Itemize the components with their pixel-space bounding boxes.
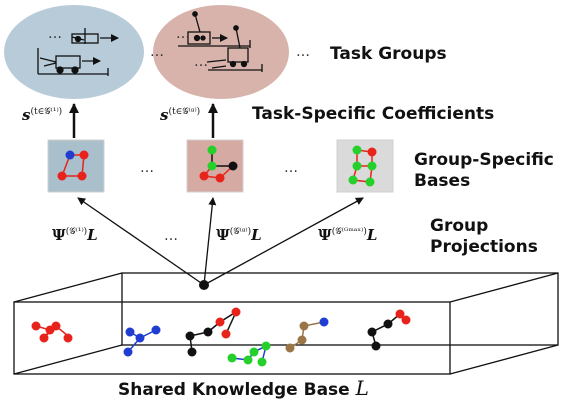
group-projections-label-line1: Group: [430, 216, 489, 236]
ellipsis-groups-1: …: [150, 44, 164, 60]
group-specific-bases-label-line2: Bases: [414, 171, 471, 191]
group-specific-bases-label-line1: Group-Specific: [414, 150, 554, 170]
basis-square-1: [47, 139, 105, 193]
ellipsis-projections: …: [164, 228, 178, 244]
basis-graph-g: [199, 145, 238, 183]
ellipsis-cart-1: …: [48, 26, 62, 42]
knowledge-graph-red: [31, 321, 73, 343]
projection-arrow-1: [77, 197, 205, 286]
task-groups-label: Task Groups: [330, 44, 447, 64]
projection-label-1: Ψ(𝒢⁽¹⁾)L: [52, 226, 98, 244]
ellipsis-cart-3: …: [194, 54, 208, 70]
knowledge-graph-black-right: [367, 309, 411, 351]
projection-arrow-max: [203, 197, 364, 286]
coefficient-label-g: s(t∈𝒢⁽ᵍ⁾): [160, 106, 201, 124]
shared-knowledge-base-symbol: L: [355, 376, 369, 400]
shared-knowledge-base-box: [13, 272, 559, 375]
projection-arrow-g: [203, 197, 217, 286]
task-group-g-ellipse: [153, 5, 289, 99]
shared-knowledge-base-label: Shared Knowledge Base L: [118, 376, 369, 400]
ellipsis-cart-2: …: [176, 26, 190, 42]
knowledge-graph-black-red: [185, 307, 241, 357]
knowledge-graph-green: [227, 341, 271, 367]
task-group-1-ellipse: [4, 5, 144, 99]
projection-label-max: Ψ(𝒢⁽ᴳᵐᵃˣ⁾)L: [318, 226, 378, 244]
basis-graph-max: [348, 145, 377, 187]
task-specific-coefficients-label: Task-Specific Coefficients: [252, 104, 495, 124]
group-projections-label-line2: Projections: [430, 237, 538, 257]
basis-graph-1: [57, 150, 89, 181]
ellipsis-bases-2: …: [284, 160, 298, 176]
ellipsis-groups-2: …: [296, 44, 310, 60]
cart-pole-icon: [206, 25, 263, 72]
cart-pole-icon: [71, 28, 119, 44]
knowledge-graph-brown: [285, 317, 329, 353]
knowledge-graph-blue: [123, 325, 161, 357]
projection-origin-node: [199, 280, 209, 290]
cart-pole-icon: [37, 48, 109, 76]
ellipsis-bases-1: …: [140, 160, 154, 176]
coefficient-label-1: s(t∈𝒢⁽¹⁾): [22, 106, 63, 124]
projection-label-g: Ψ(𝒢⁽ᵍ⁾)L: [216, 226, 262, 244]
cart-pole-icon: [178, 11, 251, 48]
